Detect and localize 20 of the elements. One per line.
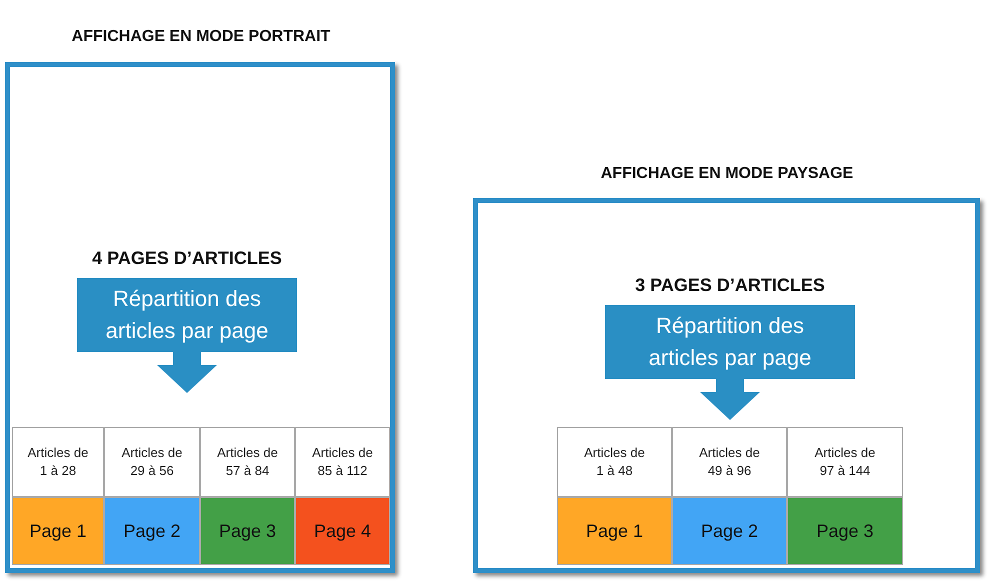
frame-title: AFFICHAGE EN MODE PORTRAIT [70,28,332,46]
article-range-cell: Articles de 29 à 56 [104,427,200,497]
article-range-cell: Articles de 1 à 48 [557,427,672,497]
article-range-cell: Articles de 57 à 84 [200,427,295,497]
page-tile: Page 1 [557,497,672,565]
article-range-cell: Articles de 97 à 144 [787,427,903,497]
count-heading: 3 PAGES D’ARTICLES [634,275,826,296]
callout-text: Répartition des articles par page [648,312,812,372]
page-tile: Page 2 [672,497,787,565]
article-range-cell: Articles de 1 à 28 [12,427,104,497]
page-tile: Page 1 [12,497,104,565]
article-range-cell: Articles de 85 à 112 [295,427,390,497]
frame-title: AFFICHAGE EN MODE PAYSAGE [600,165,854,183]
page-tile: Page 4 [295,497,390,565]
page-tile: Page 3 [200,497,295,565]
callout-text: Répartition des articles par page [104,285,270,345]
article-range-cell: Articles de 49 à 96 [672,427,787,497]
page-tile: Page 2 [104,497,200,565]
count-heading: 4 PAGES D’ARTICLES [91,248,283,269]
page-tile: Page 3 [787,497,903,565]
